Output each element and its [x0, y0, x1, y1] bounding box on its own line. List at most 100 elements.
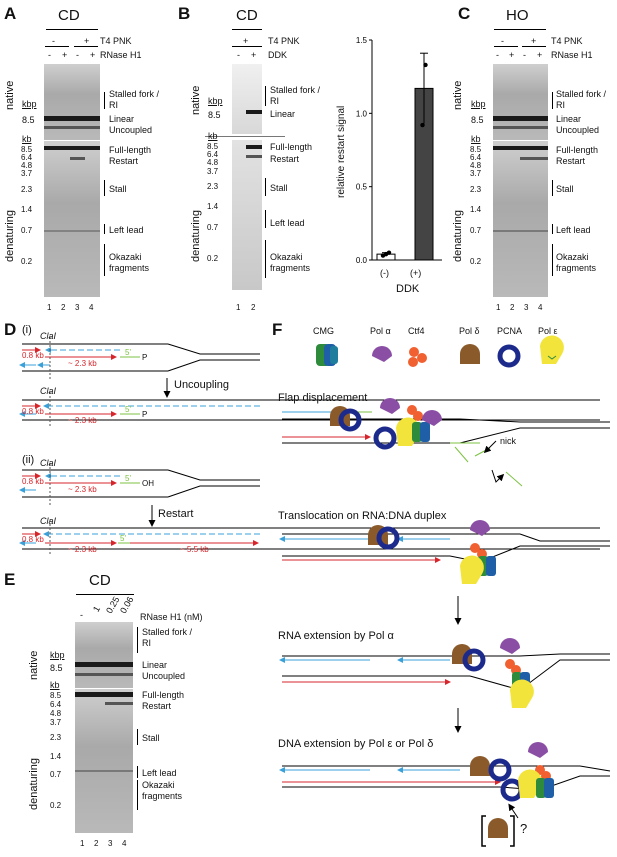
label-ri: RI: [270, 96, 279, 106]
marker: 0.7: [207, 223, 219, 232]
chart-x-tick: (-): [380, 268, 389, 278]
uncoupled-band: [44, 126, 100, 129]
label-restart: Restart: [142, 701, 172, 711]
denaturing-gel: [493, 141, 548, 297]
five-prime: 5': [125, 348, 131, 357]
rnase-sign: -: [48, 50, 51, 60]
lane-number: 1: [80, 839, 85, 848]
divider: [205, 136, 285, 137]
left-lead-band: [493, 230, 548, 232]
bracket: [552, 92, 553, 109]
panel-c-letter: C: [458, 4, 471, 23]
label-left-lead: Left lead: [142, 768, 177, 778]
bracket: [137, 729, 138, 745]
lane-number: 2: [61, 303, 66, 312]
flap-release-arrow: [491, 469, 505, 483]
label-stalled: Stalled fork /: [270, 85, 321, 95]
label-fragments: fragments: [270, 263, 311, 273]
linear-band: [75, 662, 133, 667]
panel-a-title: CD: [58, 7, 80, 24]
pol-alpha-icon: [372, 346, 392, 362]
marker: 2.3: [207, 182, 219, 191]
restart-band: [105, 702, 133, 705]
len-55-label: ~ 5.5 kb: [180, 545, 209, 554]
native-marker: 8.5: [22, 115, 35, 125]
legend-ctf4: Ctf4: [408, 326, 425, 336]
marker: 3.7: [470, 169, 482, 178]
len-08-label: 0.8 kb: [22, 535, 44, 544]
marker: 6.4: [470, 153, 482, 162]
step-translocation: Translocation on RNA:DNA duplex: [278, 510, 447, 522]
label-left-lead: Left lead: [556, 225, 591, 235]
marker: 8.5: [50, 691, 62, 700]
label-full: Full-length: [142, 690, 185, 700]
len-08-label: 0.8 kb: [22, 351, 44, 360]
len-23-label: ~ 2.3 kb: [68, 485, 97, 494]
ctf4-icon: [408, 347, 427, 367]
step4-fork: [279, 742, 611, 802]
label-full: Full-length: [109, 145, 152, 155]
lane-number: 3: [524, 303, 529, 312]
marker: 1.4: [470, 205, 482, 214]
label-linear: Linear: [270, 109, 296, 119]
marker: 4.8: [50, 709, 62, 718]
t4pnk-label: T4 PNK: [100, 36, 132, 46]
legend-pcna: PCNA: [497, 326, 523, 336]
left-lead-band: [75, 770, 133, 772]
marker: 3.7: [50, 718, 62, 727]
group-line: [45, 46, 69, 47]
five-prime: 5': [125, 474, 131, 483]
bracket: [265, 210, 266, 228]
label-linear: Linear: [109, 114, 135, 124]
clai-label: ClaI: [40, 386, 57, 396]
lane-number: 1: [496, 303, 501, 312]
marker: 4.8: [207, 158, 219, 167]
restart-band: [246, 155, 262, 158]
label-ri: RI: [109, 100, 118, 110]
t4pnk-label: T4 PNK: [551, 36, 583, 46]
marker: 6.4: [50, 700, 62, 709]
t4pnk-label: T4 PNK: [268, 36, 300, 46]
title-underline: [494, 29, 546, 30]
panel-e-letter: E: [4, 570, 16, 589]
question-mark: ?: [520, 821, 528, 836]
uncoupled-band: [75, 673, 133, 676]
legend-pol-alpha: Pol α: [370, 326, 391, 336]
rnase-sign: -: [523, 50, 526, 60]
bracket: [552, 180, 553, 196]
title-underline: [76, 594, 134, 595]
panel-a-letter: A: [4, 4, 17, 23]
denaturing-gel: [232, 140, 262, 290]
marker: 8.5: [470, 145, 482, 154]
kbp-unit: kbp: [208, 96, 223, 106]
marker: 8.5: [207, 142, 219, 151]
panel-d-letter: D: [4, 320, 17, 339]
label-stall: Stall: [270, 183, 288, 193]
group-line: [232, 46, 262, 47]
marker: 4.8: [470, 161, 482, 170]
full-length-band: [493, 146, 548, 150]
label-fragments: fragments: [556, 263, 597, 273]
label-okazaki: Okazaki: [270, 252, 303, 262]
rnase-sign: -: [76, 50, 79, 60]
linear-band: [493, 116, 548, 121]
denaturing-gel: [44, 141, 100, 297]
bracket: [137, 627, 138, 653]
phosphate-end: P: [142, 353, 148, 362]
ddk-sign: -: [237, 50, 240, 60]
bracket: [104, 244, 105, 276]
marker: 0.2: [50, 801, 62, 810]
kbp-unit: kbp: [471, 99, 486, 109]
uncoupling-label: Uncoupling: [174, 379, 230, 391]
bracket: [137, 780, 138, 810]
conc-label: -: [80, 610, 83, 620]
label-uncoupled: Uncoupled: [142, 671, 186, 681]
kb-unit: kb: [22, 134, 32, 144]
linear-band: [44, 116, 100, 121]
phosphate-end: P: [142, 410, 148, 419]
label-full: Full-length: [556, 145, 599, 155]
lane-number: 4: [122, 839, 127, 848]
step-rna-extension: RNA extension by Pol α: [278, 630, 394, 642]
